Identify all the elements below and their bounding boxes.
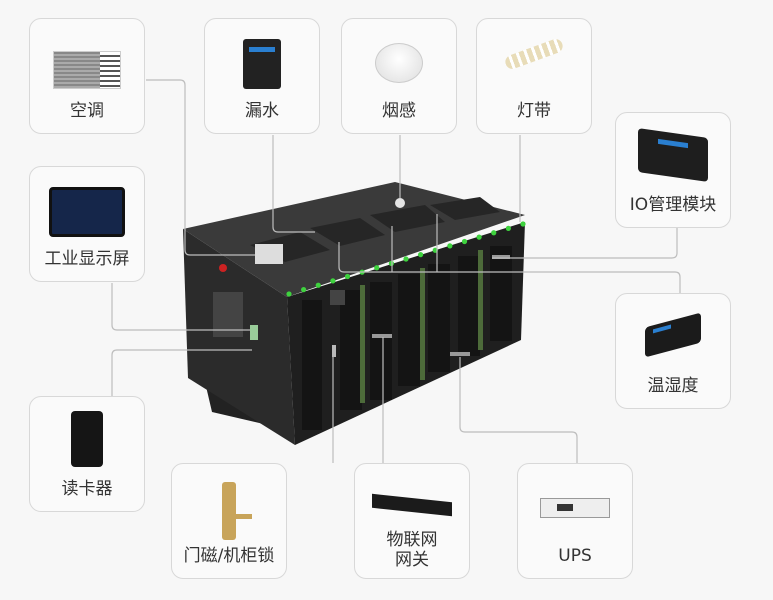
led-dot bbox=[476, 234, 482, 240]
smoke-detector-icon bbox=[375, 43, 423, 83]
label-line2: 网关 bbox=[395, 550, 429, 570]
card-industrial-display[interactable]: 工业显示屏 bbox=[29, 166, 145, 282]
ups-icon bbox=[540, 498, 610, 518]
label: 漏水 bbox=[245, 101, 279, 121]
label: 烟感 bbox=[382, 101, 416, 121]
air-conditioner-icon bbox=[53, 51, 121, 89]
card-smoke-detector[interactable]: 烟感 bbox=[341, 18, 457, 134]
leak-sensor-icon bbox=[243, 39, 281, 89]
card-card-reader[interactable]: 读卡器 bbox=[29, 396, 145, 512]
led-dot bbox=[315, 282, 321, 288]
display-icon bbox=[49, 187, 125, 237]
label: 门磁/机柜锁 bbox=[183, 546, 275, 566]
led-dot bbox=[388, 260, 394, 266]
card-temp-humidity[interactable]: 温湿度 bbox=[615, 293, 731, 409]
micro-module-cabinet bbox=[183, 182, 526, 445]
card-io-module[interactable]: IO管理模块 bbox=[615, 112, 731, 228]
led-dot bbox=[447, 243, 453, 249]
card-reader-icon bbox=[71, 411, 103, 467]
light-strip-icon bbox=[503, 37, 565, 71]
card-light-strip[interactable]: 灯带 bbox=[476, 18, 592, 134]
label: 温湿度 bbox=[647, 376, 699, 396]
card-water-leak[interactable]: 漏水 bbox=[204, 18, 320, 134]
led-dot bbox=[491, 230, 497, 236]
led-light-strip bbox=[286, 221, 526, 297]
card-ups[interactable]: UPS bbox=[517, 463, 633, 579]
io-module-icon bbox=[638, 128, 708, 182]
label: 读卡器 bbox=[61, 479, 113, 499]
led-dot bbox=[286, 291, 292, 297]
label: 灯带 bbox=[517, 101, 551, 121]
label: IO管理模块 bbox=[629, 195, 717, 215]
led-dot bbox=[520, 221, 526, 227]
label: 物联网 网关 bbox=[355, 530, 469, 570]
led-dot bbox=[418, 252, 424, 258]
led-dot bbox=[301, 287, 307, 293]
iot-gateway-icon bbox=[372, 493, 452, 517]
led-dot bbox=[403, 256, 409, 262]
label: UPS bbox=[558, 546, 592, 566]
connector-lines bbox=[111, 79, 681, 463]
led-dot bbox=[461, 238, 468, 245]
led-dot bbox=[505, 225, 511, 231]
led-dot bbox=[330, 278, 336, 284]
label: 空调 bbox=[70, 101, 104, 121]
door-lock-icon bbox=[222, 482, 252, 540]
card-iot-gateway[interactable]: 物联网 网关 bbox=[354, 463, 470, 579]
led-dot bbox=[374, 265, 380, 271]
label: 工业显示屏 bbox=[44, 249, 130, 269]
card-door-lock[interactable]: 门磁/机柜锁 bbox=[171, 463, 287, 579]
led-dot bbox=[344, 273, 351, 280]
label-line1: 物联网 bbox=[386, 530, 438, 550]
card-air-conditioner[interactable]: 空调 bbox=[29, 18, 145, 134]
temp-humidity-sensor-icon bbox=[645, 312, 701, 358]
